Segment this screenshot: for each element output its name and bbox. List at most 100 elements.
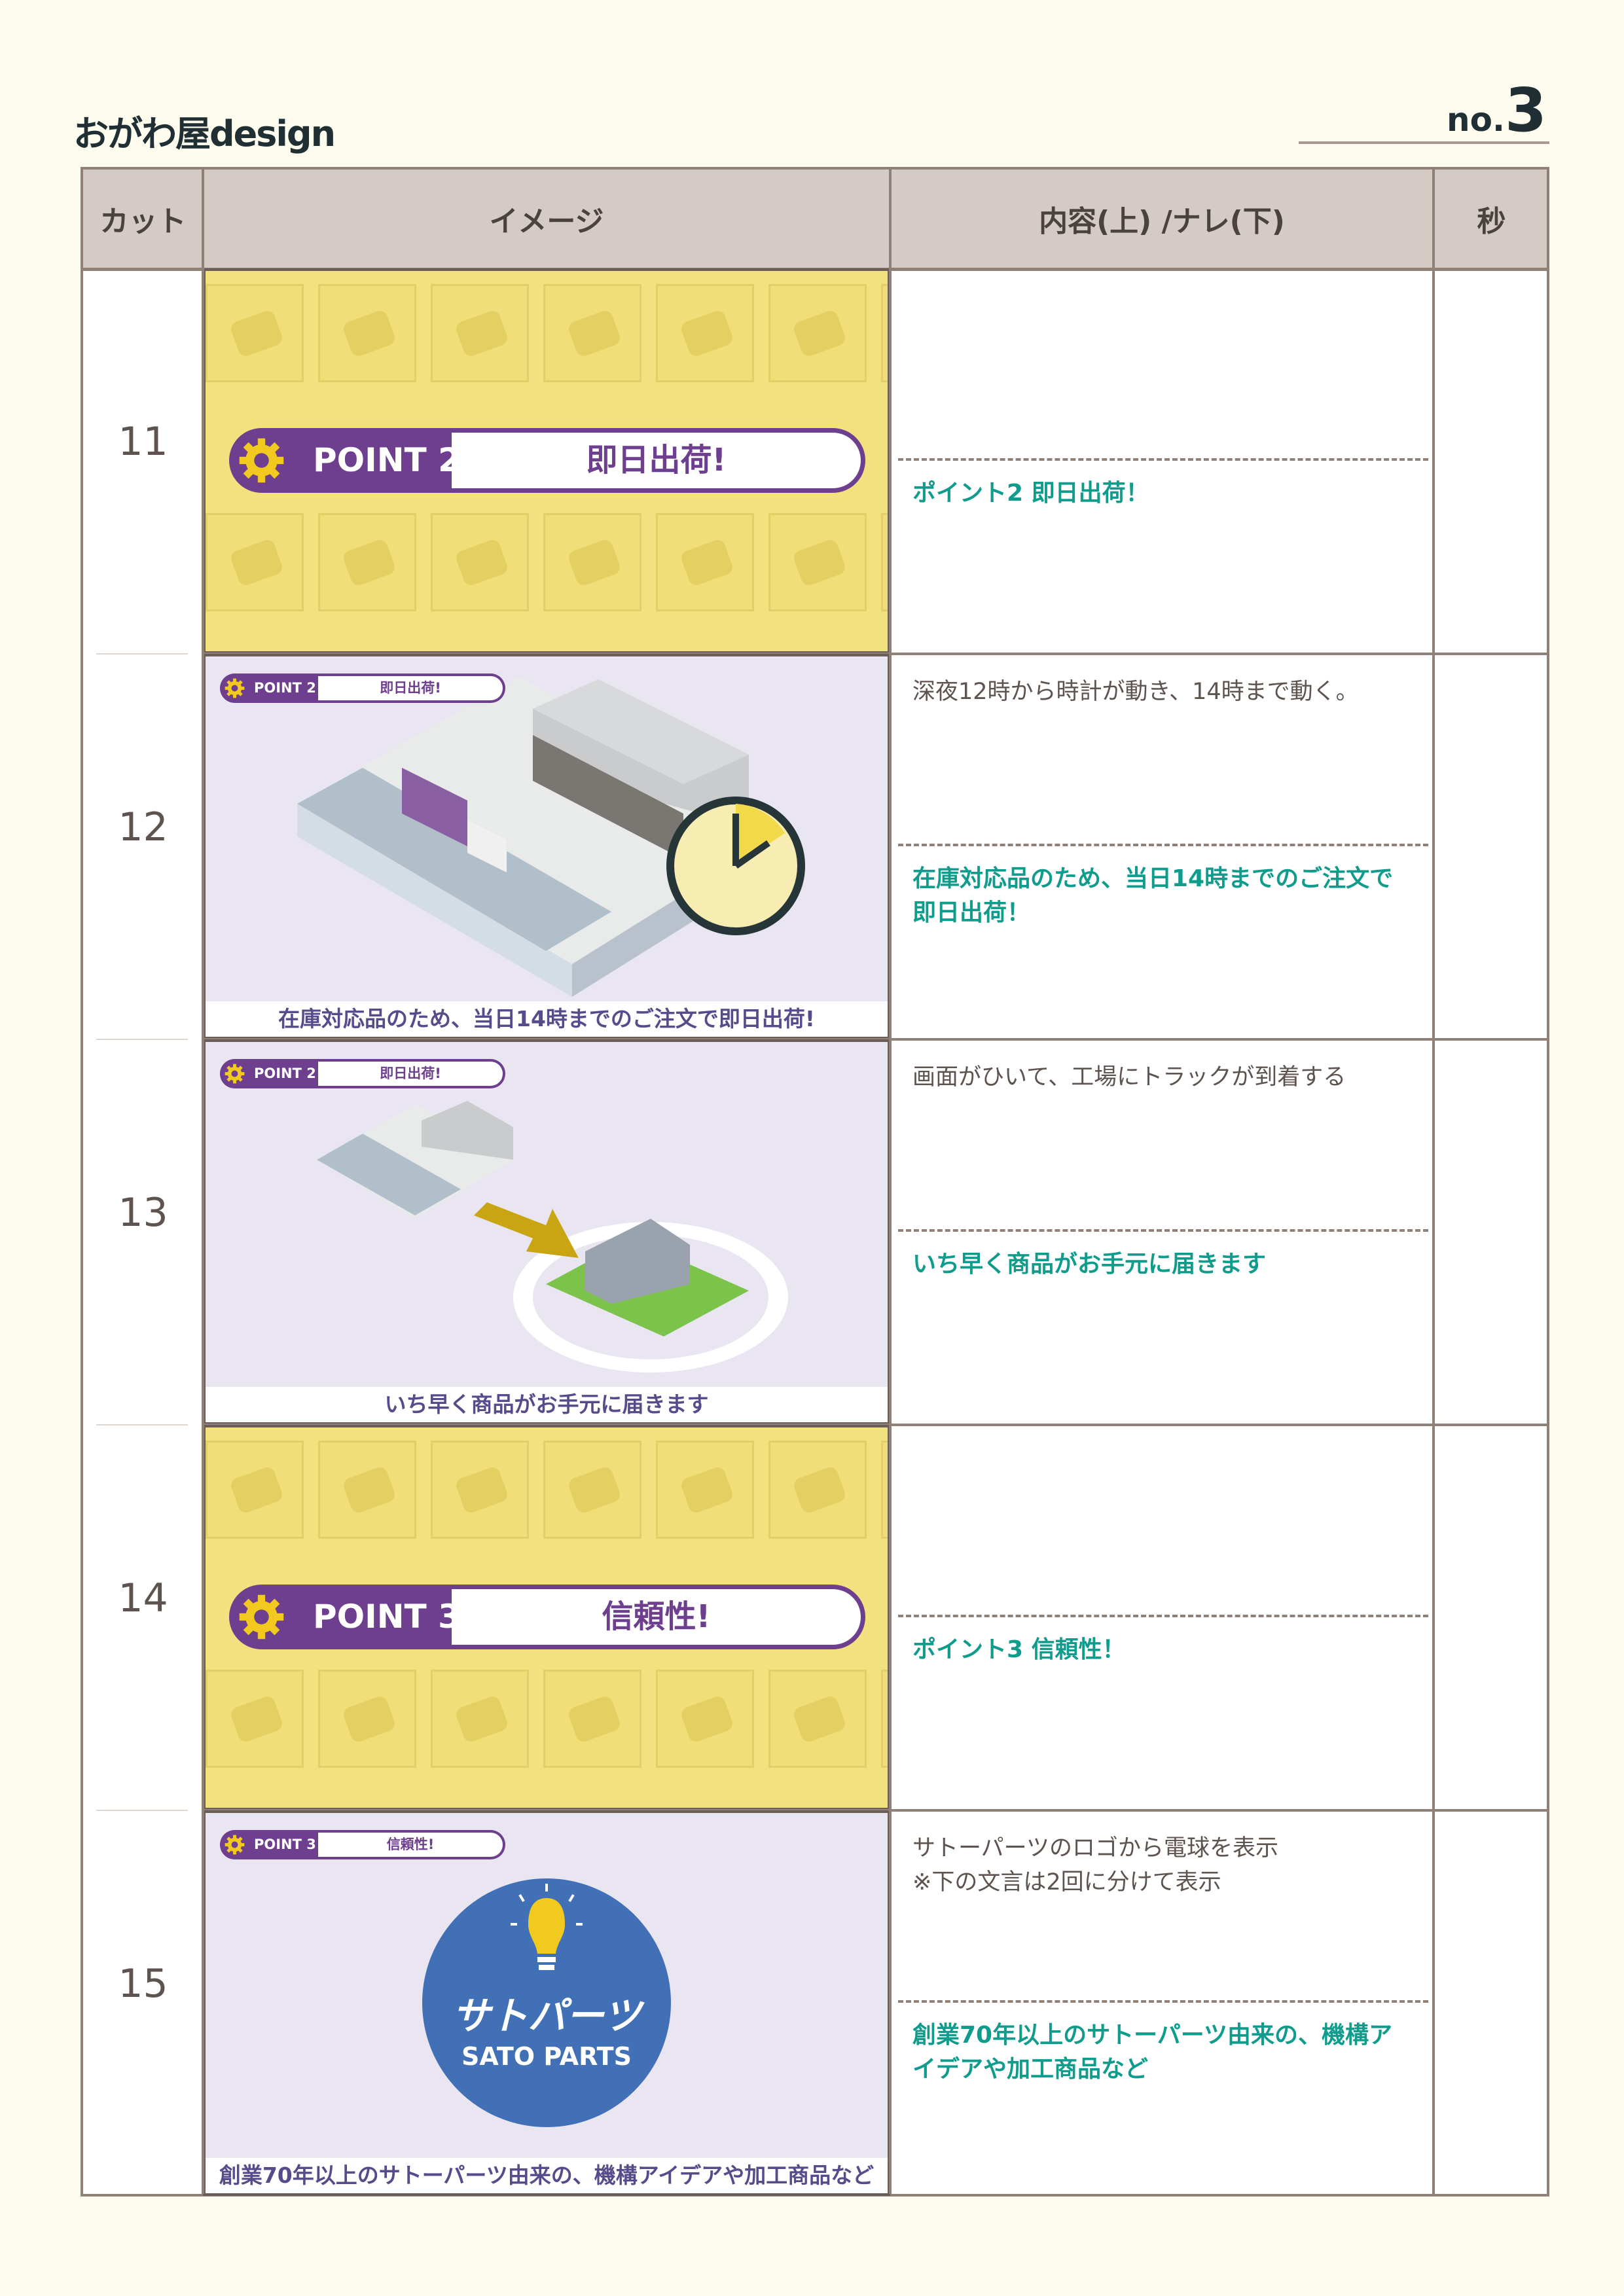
- cut-number: 15: [118, 1961, 168, 2007]
- point-label: POINT 2: [313, 441, 461, 479]
- product-tile: [543, 513, 641, 611]
- table-header: カット イメージ 内容(上) /ナレ(下) 秒: [83, 170, 1547, 271]
- narration-text: ポイント3 信頼性！: [912, 1636, 1126, 1663]
- dashed-divider: [898, 1615, 1428, 1617]
- scene-caption: 在庫対応品のため、当日14時までのご注文で即日出荷!: [206, 1001, 888, 1037]
- product-tile: [318, 1670, 416, 1768]
- product-tile: [768, 1441, 867, 1539]
- product-tile: [206, 1441, 304, 1539]
- seconds-cell: [1435, 1425, 1549, 1810]
- seconds-cell: [1435, 1039, 1549, 1425]
- narration-text: 創業70年以上のサトーパーツ由来の、機構アイデアや加工商品など: [912, 2022, 1393, 2083]
- seconds-cell: [1435, 268, 1549, 654]
- seconds-cell: [1435, 654, 1549, 1039]
- product-tile: [318, 1441, 416, 1539]
- column-header-seconds: 秒: [1477, 205, 1506, 238]
- product-tile: [656, 284, 754, 382]
- product-tile: [318, 513, 416, 611]
- content-cell: サトーパーツのロゴから電球を表示 ※下の文言は2回に分けて表示創業70年以上のサ…: [893, 1810, 1434, 2196]
- gear-icon: [224, 1063, 245, 1085]
- product-tile: [768, 513, 867, 611]
- brand-logo: おがわ屋design: [73, 113, 336, 154]
- scene-caption: いち早く商品がお手元に届きます: [206, 1387, 888, 1422]
- cut-number: 14: [118, 1575, 168, 1621]
- product-tile: [768, 1670, 867, 1768]
- point-label: POINT 3: [254, 1837, 316, 1852]
- narration-text: ポイント2 即日出荷！: [912, 480, 1149, 507]
- product-tile: [206, 284, 304, 382]
- point-title: 即日出荷!: [452, 433, 861, 488]
- narration-text: いち早く商品がお手元に届きます: [912, 1251, 1267, 1278]
- product-tile: [431, 1670, 529, 1768]
- content-cell: 画面がひいて、工場にトラックが到着するいち早く商品がお手元に届きます: [893, 1039, 1434, 1425]
- product-tile: [318, 284, 416, 382]
- column-header-image: イメージ: [489, 205, 604, 238]
- row-divider-cut: [96, 1424, 188, 1426]
- dashed-divider: [898, 458, 1428, 461]
- dashed-divider: [898, 1229, 1428, 1232]
- product-tile: [543, 1441, 641, 1539]
- scene-caption: 創業70年以上のサトーパーツ由来の、機構アイデアや加工商品など: [206, 2158, 888, 2193]
- content-cell: ポイント2 即日出荷！: [893, 268, 1434, 654]
- content-cell: ポイント3 信頼性！: [893, 1425, 1434, 1810]
- gear-icon: [224, 1834, 245, 1856]
- gear-icon: [237, 436, 286, 485]
- gear-icon: [224, 677, 245, 699]
- page-number-label: no.: [1447, 101, 1505, 139]
- point-label: POINT 3: [313, 1598, 461, 1636]
- row-divider-cut: [96, 1039, 188, 1040]
- row-divider-cut: [96, 653, 188, 655]
- column-header-content: 内容(上) /ナレ(下): [1039, 205, 1285, 238]
- column-divider: [889, 170, 892, 2194]
- gear-icon: [237, 1592, 286, 1641]
- product-tile: [543, 1670, 641, 1768]
- point-label: POINT 2: [254, 680, 316, 696]
- product-tile: [206, 1670, 304, 1768]
- product-tile: [881, 1441, 888, 1539]
- warehouse-illustration: [297, 676, 805, 997]
- factory-delivery-illustration: [317, 1101, 788, 1372]
- narration-text: 在庫対応品のため、当日14時までのご注文で即日出荷！: [912, 865, 1394, 926]
- product-tile: [431, 513, 529, 611]
- product-tile: [656, 513, 754, 611]
- column-divider: [1432, 170, 1435, 2194]
- point-title: 即日出荷!: [318, 676, 503, 700]
- sato-parts-logo: サトパーツ SATO PARTS: [422, 1878, 671, 2127]
- logo-text-en: SATO PARTS: [461, 2042, 632, 2071]
- page-number-underline: [1299, 141, 1549, 144]
- dashed-divider: [898, 844, 1428, 846]
- page-number: no.3: [1447, 75, 1547, 145]
- row-divider-cut: [96, 1810, 188, 1811]
- dashed-divider: [898, 2000, 1428, 2003]
- content-description: 深夜12時から時計が動き、14時まで動く。: [912, 679, 1359, 705]
- product-tile: [431, 284, 529, 382]
- logo-text-jp: サトパーツ: [452, 1994, 645, 2038]
- content-description: サトーパーツのロゴから電球を表示 ※下の文言は2回に分けて表示: [912, 1835, 1278, 1895]
- product-tile: [881, 1670, 888, 1768]
- point-title: 即日出荷!: [318, 1062, 503, 1086]
- page-number-value: 3: [1504, 75, 1547, 145]
- product-tile: [881, 284, 888, 382]
- content-description: 画面がひいて、工場にトラックが到着する: [912, 1064, 1346, 1090]
- content-cell: 深夜12時から時計が動き、14時まで動く。在庫対応品のため、当日14時までのご注…: [893, 654, 1434, 1039]
- product-tile: [881, 513, 888, 611]
- product-tile: [656, 1441, 754, 1539]
- cut-number: 12: [118, 804, 168, 850]
- point-title: 信頼性!: [452, 1589, 861, 1645]
- column-divider: [202, 170, 204, 2194]
